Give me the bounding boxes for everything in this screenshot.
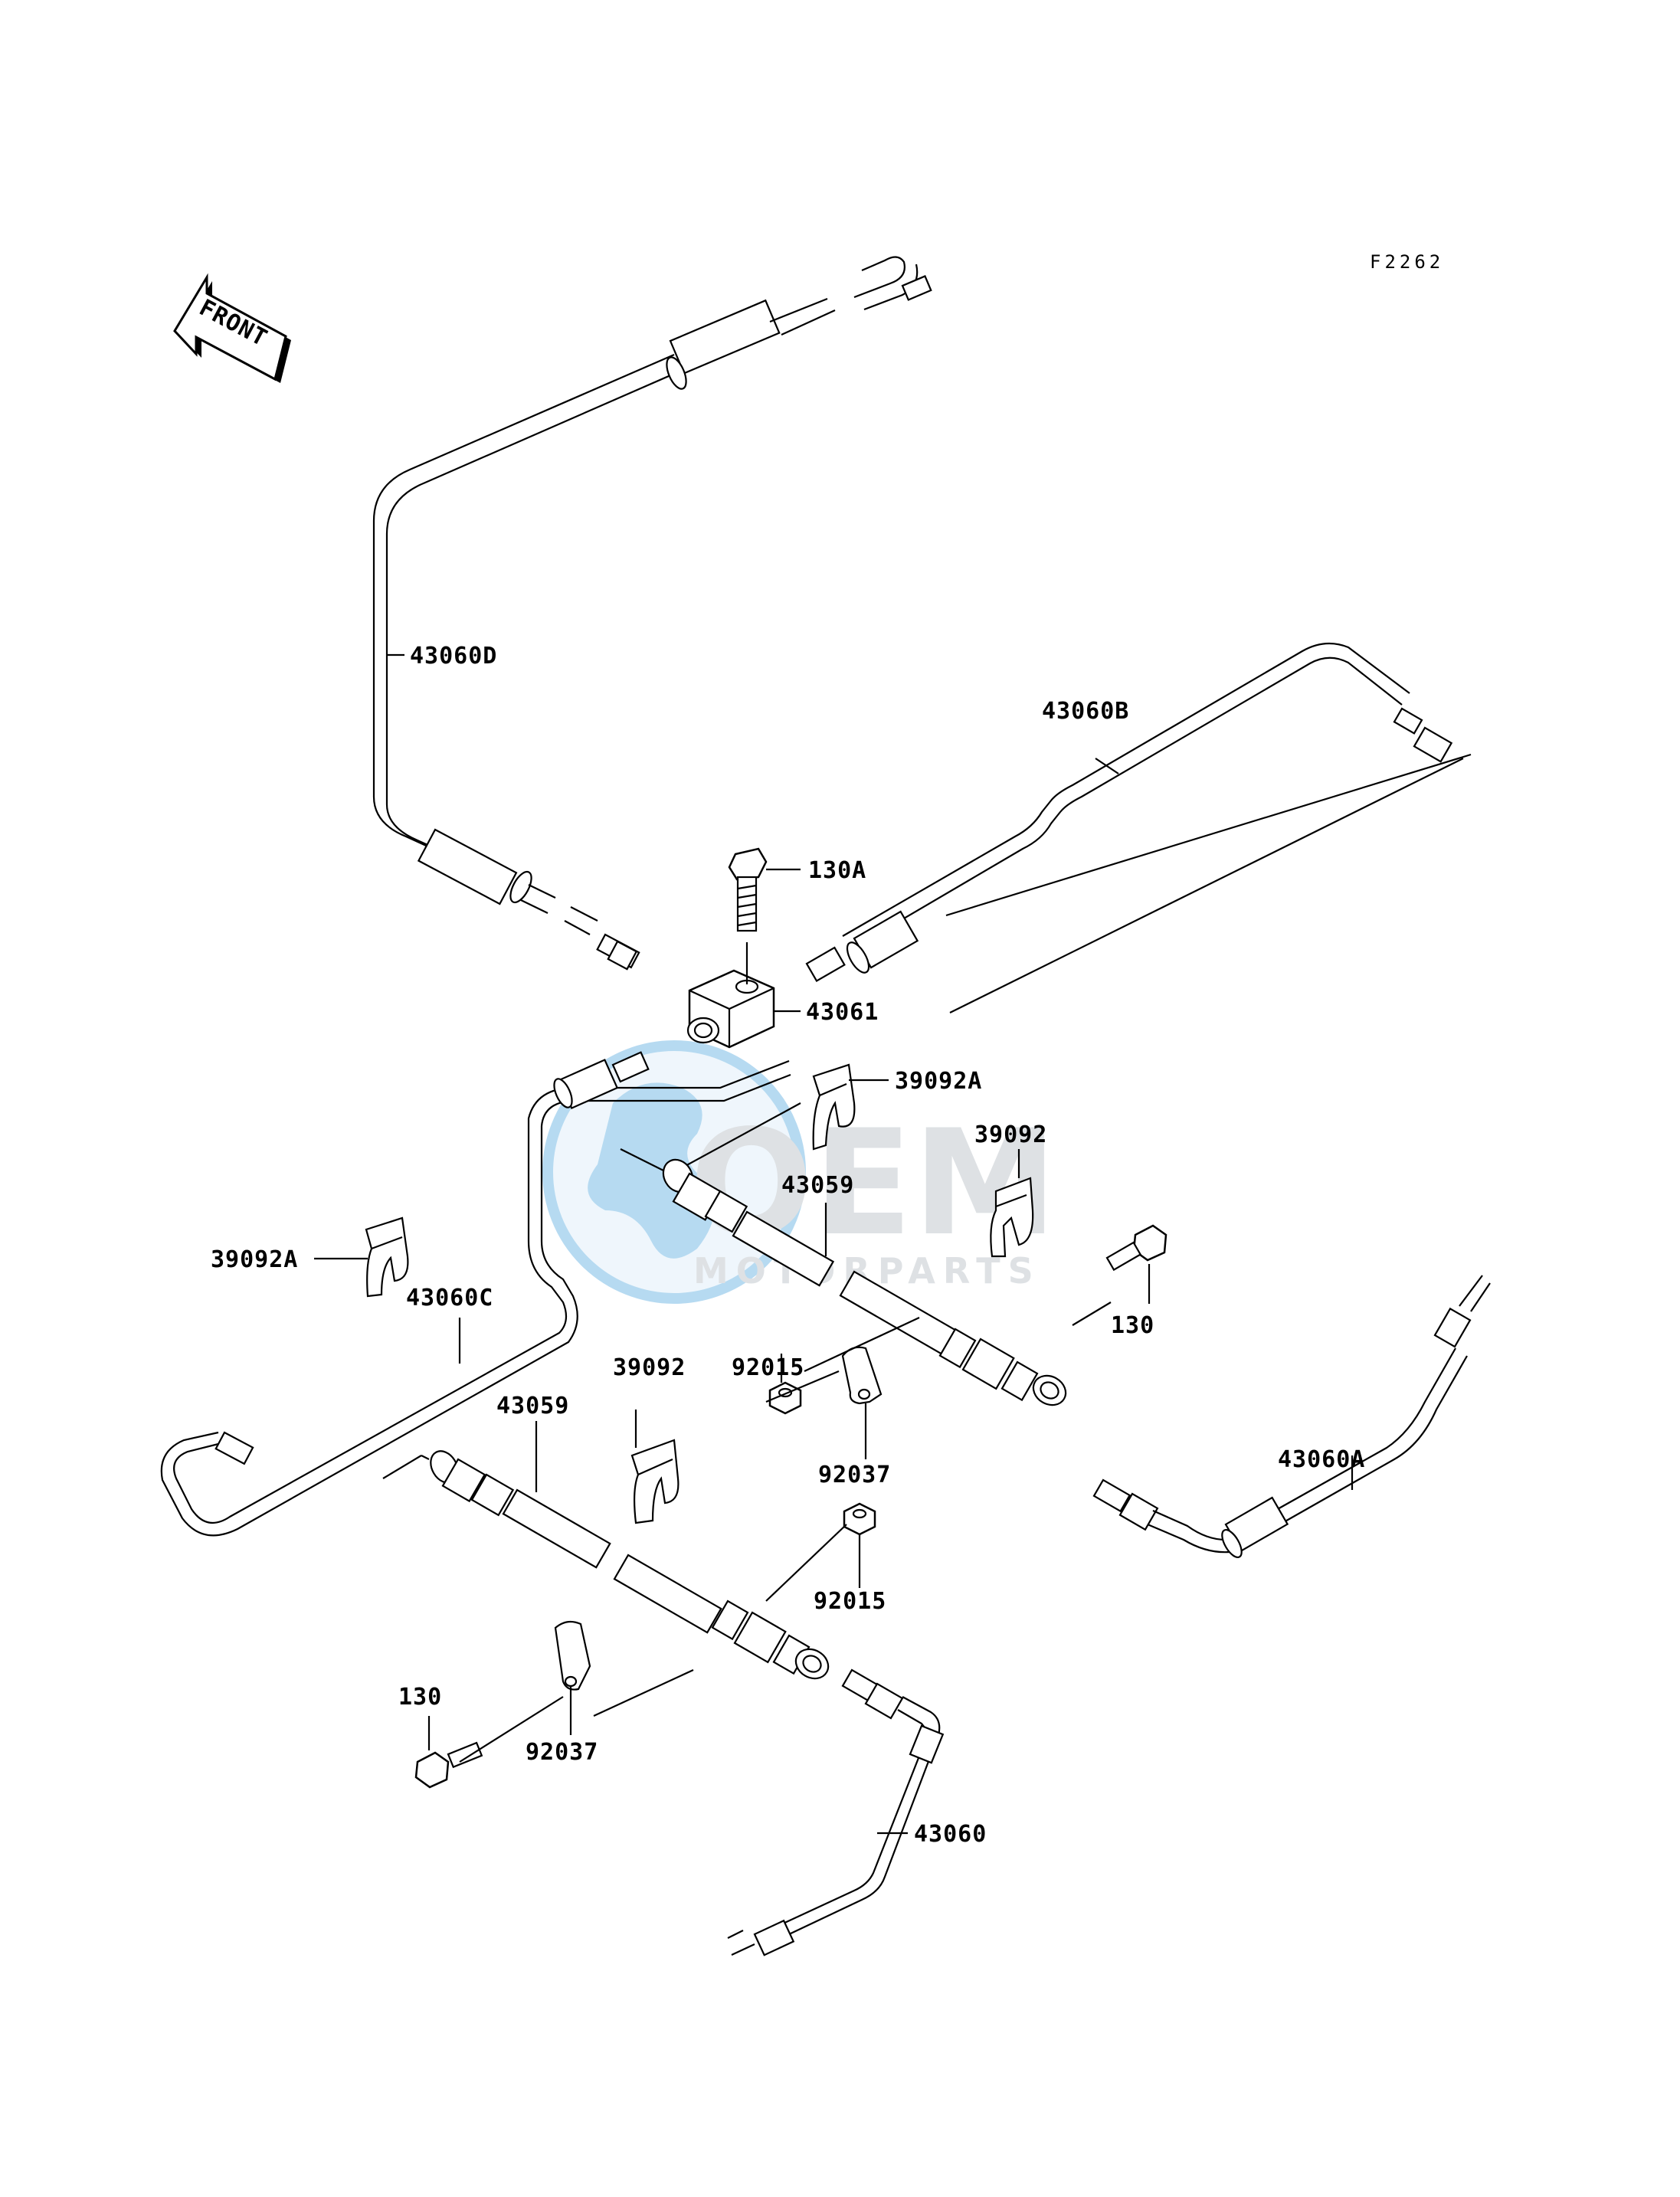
- clip-39092-lower: [630, 1439, 680, 1524]
- part-label: 43060: [914, 1821, 987, 1848]
- clip-39092-right: [990, 1177, 1034, 1258]
- part-label: 39092A: [211, 1246, 298, 1273]
- part-label: 39092: [974, 1121, 1047, 1148]
- brake-pipe-43060C: [160, 1051, 791, 1537]
- part-label: 43059: [496, 1393, 569, 1419]
- brake-pipe-43060D: [372, 256, 932, 971]
- bolt-130-right: [1105, 1224, 1167, 1272]
- part-label: 43060C: [406, 1285, 493, 1311]
- joint-43061: [686, 942, 775, 1049]
- continent-shape: [588, 1082, 715, 1259]
- part-label: 130: [398, 1684, 442, 1711]
- part-label: 43061: [806, 999, 879, 1026]
- clip-39092A-left: [365, 1216, 409, 1298]
- bolt-130A: [728, 847, 768, 932]
- part-label: 43060D: [410, 643, 497, 670]
- clamp-92037-lower: [554, 1620, 591, 1691]
- leader-lines: [314, 653, 1472, 1835]
- part-label: 92037: [818, 1462, 891, 1488]
- part-label: 39092: [613, 1354, 686, 1381]
- part-label: 92037: [526, 1739, 598, 1766]
- part-label: 43060A: [1278, 1446, 1365, 1473]
- part-label: 92015: [732, 1354, 804, 1381]
- part-label: 43060B: [1042, 698, 1129, 725]
- part-label: 43059: [781, 1172, 854, 1199]
- front-arrow-icon: FRONT: [173, 273, 291, 383]
- brake-hose-43059-lower: [382, 1450, 830, 1680]
- part-label: 92015: [814, 1588, 886, 1615]
- figure-code: F2262: [1370, 251, 1444, 273]
- brake-pipe-43060: [727, 1668, 945, 1956]
- brake-pipe-43060A: [1092, 1275, 1491, 1558]
- part-labels: 43060D 43060B 130A 43061 39092A 39092 43…: [211, 643, 1365, 1848]
- part-label: 130: [1111, 1312, 1154, 1339]
- nut-92015-lower: [843, 1502, 876, 1536]
- brake-pipe-43060B: [805, 642, 1453, 983]
- bolt-130-left: [414, 1741, 483, 1789]
- part-label: 39092A: [895, 1068, 982, 1095]
- part-label: 130A: [808, 857, 866, 884]
- clip-39092A-upper: [812, 1063, 856, 1151]
- clamp-92037-upper: [841, 1346, 883, 1405]
- brake-hose-43059-upper: [620, 1102, 1067, 1406]
